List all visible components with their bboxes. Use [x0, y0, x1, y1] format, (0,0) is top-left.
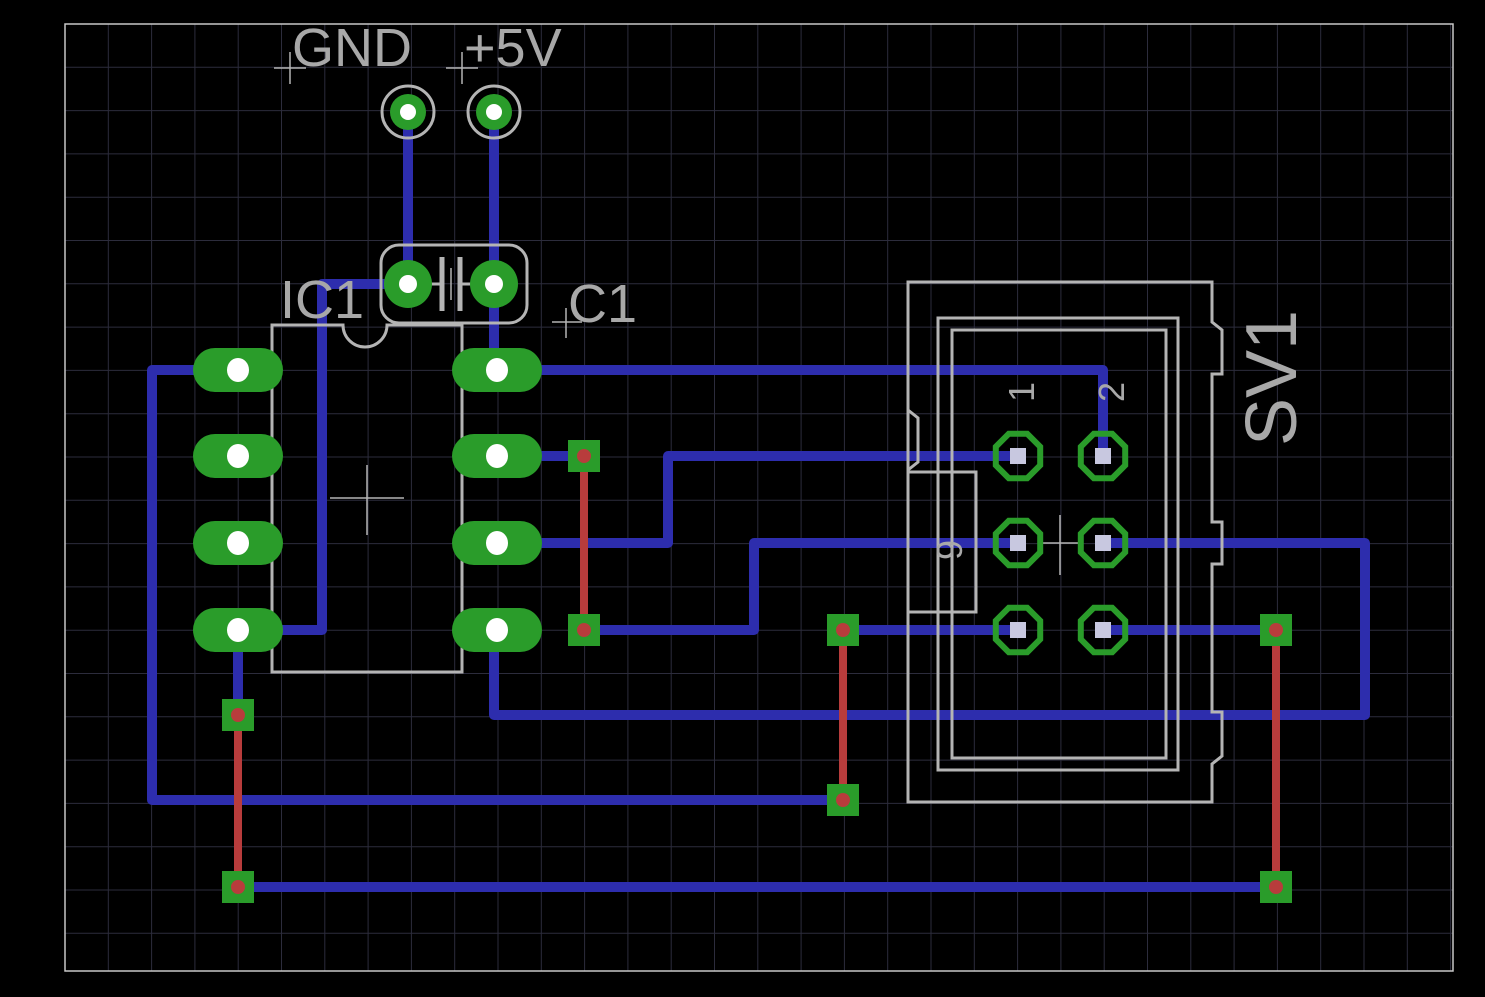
- bottom-layer-traces: [234, 452, 1280, 891]
- header-notch: [907, 408, 920, 472]
- via-drill: [577, 623, 591, 637]
- ic-pad-drill: [486, 531, 508, 555]
- ic-pad-drill: [486, 618, 508, 642]
- cap-pads: [384, 260, 518, 308]
- cap-pad-2-drill: [485, 275, 503, 293]
- ic-pad-drill: [486, 358, 508, 382]
- via-drill: [577, 449, 591, 463]
- vcc-label: +5V: [464, 18, 562, 78]
- header-pad-drill: [1010, 622, 1026, 638]
- header-pad: [992, 604, 1044, 656]
- header-key: [906, 470, 978, 614]
- header-pin1-label: 1: [1001, 382, 1042, 402]
- ic-label: IC1: [280, 270, 364, 330]
- board-outline: [64, 23, 1454, 972]
- trace-ic-pin5-loop: [489, 538, 1370, 720]
- via-drill: [1269, 880, 1283, 894]
- cap-label: C1: [568, 274, 637, 334]
- ic-pads: [193, 348, 542, 652]
- header-key-label: 9: [929, 540, 970, 560]
- ic-outline: [270, 323, 464, 674]
- ceramic-capacitor-icon: [379, 243, 529, 325]
- dip8-ic-icon: [270, 323, 464, 674]
- ic-pad-drill: [227, 358, 249, 382]
- cap-outline: [379, 243, 529, 325]
- header-inner-outline-2: [950, 328, 1168, 760]
- gnd-pad-ring: [380, 84, 436, 140]
- trace-ic-pin8-to-header-pin2: [489, 365, 1108, 461]
- via-drill: [1269, 623, 1283, 637]
- vcc-pad-drill: [486, 104, 502, 120]
- header-pad-drill: [1095, 448, 1111, 464]
- ic-pad-drill: [227, 444, 249, 468]
- vcc-pad-ring: [466, 84, 522, 140]
- header-pin2-label: 2: [1091, 382, 1132, 402]
- header-outer-outline: [906, 280, 1224, 804]
- header-pad-drill: [1095, 622, 1111, 638]
- header-label: SV1: [1232, 310, 1312, 446]
- via-drill: [231, 708, 245, 722]
- header-inner-outline: [936, 316, 1180, 772]
- header-pad: [1077, 517, 1129, 569]
- header-pad-drill: [1010, 535, 1026, 551]
- ic-pad-drill: [227, 531, 249, 555]
- via-drill: [836, 623, 850, 637]
- via-drill: [231, 880, 245, 894]
- trace-via-to-header-pin3: [579, 538, 1023, 635]
- header-pad-drill: [1095, 535, 1111, 551]
- header-pads: [992, 430, 1129, 656]
- through-hole-pad-icon: [274, 52, 522, 140]
- gnd-pad-drill: [400, 104, 416, 120]
- ic-pad-drill: [486, 444, 508, 468]
- box-header-icon: [906, 280, 1224, 804]
- header-pad: [1077, 430, 1129, 482]
- header-pad: [1077, 604, 1129, 656]
- via-drill: [836, 793, 850, 807]
- header-pad: [992, 430, 1044, 482]
- ic-pad-drill: [227, 618, 249, 642]
- cap-pad-1-drill: [399, 275, 417, 293]
- gnd-label: GND: [292, 18, 412, 78]
- via-icon: [222, 440, 1292, 903]
- header-pad-drill: [1010, 448, 1026, 464]
- header-pad: [992, 517, 1044, 569]
